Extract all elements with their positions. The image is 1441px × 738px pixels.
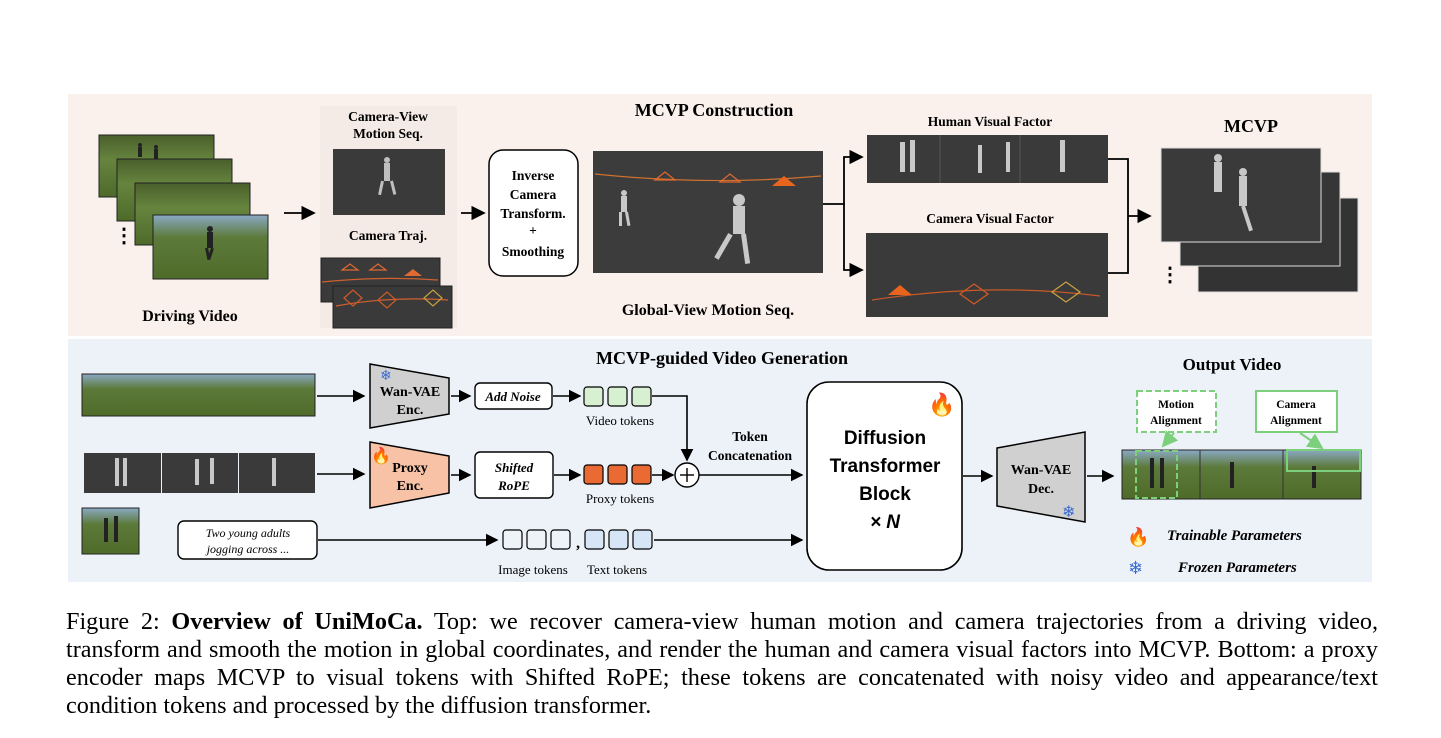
image-tokens-label: Image tokens	[498, 562, 568, 577]
text-prompt-line-2: jogging across ...	[205, 542, 290, 556]
legend-frozen: Frozen Parameters	[1177, 560, 1297, 576]
shifted-rope-box	[474, 451, 554, 499]
figure-caption: Figure 2: Overview of UniMoCa. Top: we r…	[66, 608, 1378, 720]
shifted-line-2: RoPE	[497, 478, 530, 493]
motion-alignment-region	[1135, 450, 1178, 499]
token-concat-line-1: Token	[732, 429, 768, 444]
inverse-line-2: Camera	[510, 187, 557, 202]
legend-trainable: Trainable Parameters	[1167, 528, 1302, 544]
overview-figure: MCVP Construction ⋮ Driving Video Camera…	[68, 94, 1372, 582]
row1-frames	[81, 373, 316, 417]
output-video-strip	[1121, 449, 1362, 500]
caption-label: Figure 2:	[66, 608, 172, 635]
proxy-token-group	[583, 464, 652, 485]
inverse-transform-box	[488, 149, 579, 277]
camera-align-line-1: Camera	[1276, 399, 1316, 411]
wan-vae-decoder	[996, 431, 1086, 523]
inverse-line-4: +	[529, 223, 537, 238]
wan-enc-line-2: Enc.	[397, 403, 424, 418]
token-comma: ,	[576, 535, 580, 552]
snowflake-icon: ❄	[1062, 504, 1075, 521]
proxy-enc-line-1: Proxy	[392, 461, 428, 476]
proxy-tokens-label: Proxy tokens	[586, 491, 654, 506]
camera-alignment-box	[1255, 390, 1338, 433]
camera-alignment-region	[1286, 449, 1361, 472]
diffusion-transformer-block	[806, 381, 963, 571]
image-token-group	[502, 529, 571, 550]
camera-traj-label: Camera Traj.	[349, 228, 427, 243]
proxy-enc-line-2: Enc.	[397, 479, 424, 494]
mcvp-construction-title: MCVP Construction	[635, 100, 794, 120]
global-view-label: Global-View Motion Seq.	[622, 302, 794, 319]
driving-video-label: Driving Video	[142, 308, 238, 325]
proxy-encoder	[369, 441, 450, 509]
flame-icon: 🔥	[371, 446, 391, 465]
snowflake-icon: ❄	[1128, 558, 1143, 578]
snowflake-icon: ❄	[380, 369, 392, 384]
add-noise-box	[474, 382, 553, 410]
ellipsis-dots: ⋮	[114, 225, 134, 247]
row2-frames	[84, 453, 315, 493]
video-tokens-label: Video tokens	[586, 413, 654, 428]
inverse-line-5: Smoothing	[502, 244, 565, 259]
caption-body: Top: we recover camera-view human motion…	[66, 608, 1378, 719]
video-token-group	[583, 386, 652, 407]
motion-align-line-1: Motion	[1158, 399, 1194, 411]
motion-alignment-box	[1136, 390, 1217, 433]
add-noise-label: Add Noise	[484, 389, 540, 404]
camera-align-line-2: Alignment	[1270, 415, 1322, 427]
camera-view-label-1: Camera-View	[348, 109, 428, 124]
flame-icon: 🔥	[1127, 526, 1149, 547]
shifted-line-1: Shifted	[495, 460, 534, 475]
global-view-render	[593, 151, 823, 273]
inverse-line-1: Inverse	[512, 168, 555, 183]
text-token-group	[584, 529, 653, 550]
driving-video-frames	[98, 134, 269, 280]
motion-align-line-2: Alignment	[1150, 415, 1202, 427]
text-tokens-label: Text tokens	[587, 562, 647, 577]
wan-vae-encoder	[369, 363, 450, 429]
dit-line-4: × N	[870, 512, 901, 533]
inverse-line-3: Transform.	[500, 206, 565, 221]
reference-image	[81, 507, 140, 555]
token-concat-line-2: Concatenation	[708, 448, 792, 463]
flame-icon: 🔥	[928, 392, 955, 417]
video-generation-title: MCVP-guided Video Generation	[596, 348, 848, 368]
output-video-label: Output Video	[1183, 355, 1282, 374]
camera-factor-render	[866, 233, 1108, 317]
human-factor-label: Human Visual Factor	[928, 114, 1053, 129]
text-prompt-line-1: Two young adults	[206, 526, 291, 540]
wan-dec-line-1: Wan-VAE	[1011, 463, 1071, 478]
caption-bold-title: Overview of UniMoCa.	[171, 608, 423, 635]
mcvp-label: MCVP	[1224, 116, 1278, 136]
camera-traj-render-2	[332, 285, 453, 329]
camera-factor-label: Camera Visual Factor	[926, 211, 1053, 226]
text-prompt-box	[177, 520, 318, 560]
dit-line-1: Diffusion	[844, 428, 926, 449]
mcvp-ellipsis: ⋮	[1160, 264, 1180, 286]
dit-line-2: Transformer	[830, 456, 941, 477]
wan-dec-line-2: Dec.	[1028, 482, 1054, 497]
wan-enc-line-1: Wan-VAE	[380, 385, 440, 400]
dit-line-3: Block	[859, 484, 911, 505]
camera-view-label-2: Motion Seq.	[353, 126, 423, 141]
human-factor-strip	[867, 135, 1108, 183]
mannequin-figure	[378, 157, 397, 196]
